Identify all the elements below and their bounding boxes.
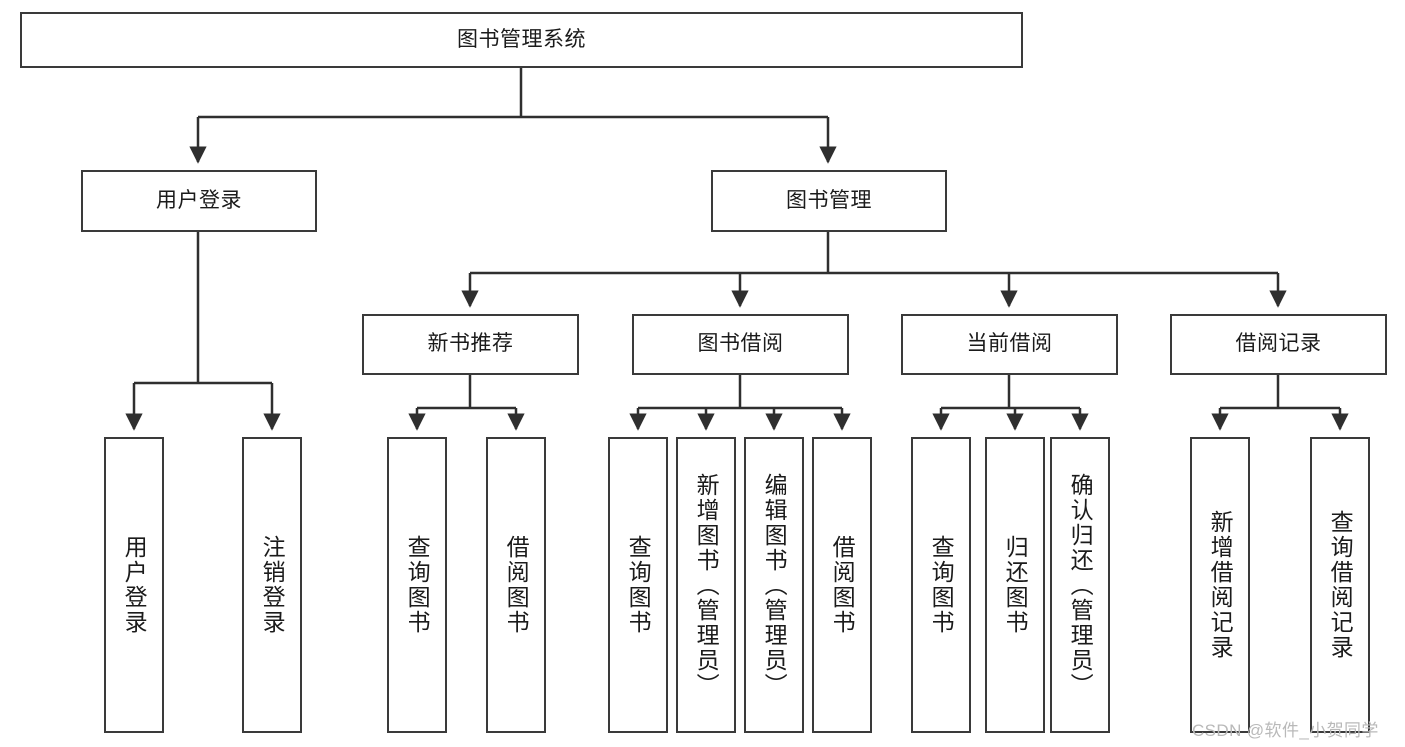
node-book-manage-label: 图书管理: [786, 188, 872, 212]
node-leaf-query-book-2-label: 查询图书: [625, 535, 652, 635]
node-leaf-logout[interactable]: 注销登录: [242, 437, 302, 733]
node-leaf-return-book-label: 归还图书: [1002, 535, 1029, 635]
node-leaf-add-book-label: 新增图书（管理员）: [693, 472, 720, 698]
node-book-manage[interactable]: 图书管理: [711, 170, 947, 232]
node-user-login[interactable]: 用户登录: [81, 170, 317, 232]
node-leaf-query-record[interactable]: 查询借阅记录: [1310, 437, 1370, 733]
node-new-book-recommend[interactable]: 新书推荐: [362, 314, 579, 375]
node-leaf-add-book[interactable]: 新增图书（管理员）: [676, 437, 736, 733]
node-current-borrow-label: 当前借阅: [966, 332, 1053, 356]
node-leaf-edit-book[interactable]: 编辑图书（管理员）: [744, 437, 804, 733]
node-current-borrow[interactable]: 当前借阅: [901, 314, 1118, 375]
node-leaf-query-book-2[interactable]: 查询图书: [608, 437, 668, 733]
node-leaf-borrow-book-1[interactable]: 借阅图书: [486, 437, 546, 733]
node-leaf-borrow-book-2[interactable]: 借阅图书: [812, 437, 872, 733]
node-borrow-record[interactable]: 借阅记录: [1170, 314, 1387, 375]
node-leaf-borrow-book-1-label: 借阅图书: [503, 535, 530, 635]
node-borrow-record-label: 借阅记录: [1235, 332, 1322, 356]
node-leaf-confirm-return-label: 确认归还（管理员）: [1067, 472, 1094, 698]
node-leaf-borrow-book-2-label: 借阅图书: [829, 535, 856, 635]
node-leaf-query-record-label: 查询借阅记录: [1327, 510, 1354, 660]
node-leaf-user-login-label: 用户登录: [121, 535, 148, 635]
node-book-borrow[interactable]: 图书借阅: [632, 314, 849, 375]
node-leaf-return-book[interactable]: 归还图书: [985, 437, 1045, 733]
node-leaf-confirm-return[interactable]: 确认归还（管理员）: [1050, 437, 1110, 733]
node-leaf-logout-label: 注销登录: [259, 535, 286, 635]
node-leaf-edit-book-label: 编辑图书（管理员）: [761, 472, 788, 698]
node-leaf-query-book-1[interactable]: 查询图书: [387, 437, 447, 733]
node-root[interactable]: 图书管理系统: [20, 12, 1023, 68]
node-root-label: 图书管理系统: [457, 27, 586, 51]
node-new-book-recommend-label: 新书推荐: [427, 332, 514, 356]
node-leaf-query-book-1-label: 查询图书: [404, 535, 431, 635]
node-leaf-query-book-3-label: 查询图书: [928, 535, 955, 635]
node-leaf-add-record-label: 新增借阅记录: [1207, 510, 1234, 660]
node-leaf-add-record[interactable]: 新增借阅记录: [1190, 437, 1250, 733]
node-leaf-query-book-3[interactable]: 查询图书: [911, 437, 971, 733]
node-leaf-user-login[interactable]: 用户登录: [104, 437, 164, 733]
node-book-borrow-label: 图书借阅: [697, 332, 784, 356]
node-user-login-label: 用户登录: [156, 188, 242, 212]
